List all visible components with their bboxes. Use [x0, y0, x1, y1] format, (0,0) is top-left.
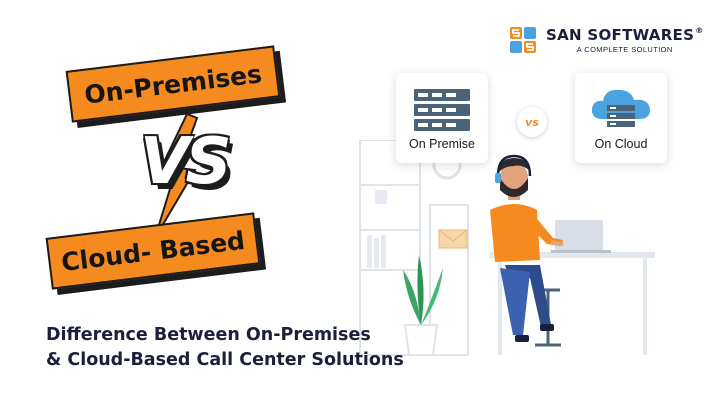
office-illustration [359, 140, 655, 356]
headline-line-1: Difference Between On-Premises [46, 325, 371, 345]
desk [490, 252, 655, 355]
envelope-icon [438, 229, 468, 249]
potted-plant [403, 255, 443, 356]
vs-badge: vs [517, 107, 547, 137]
cloud-server-icon [591, 89, 650, 127]
shelf-books [367, 190, 387, 268]
on-premise-card: On Premise [396, 73, 488, 163]
cloud-based-banner: Cloud- Based [45, 212, 267, 295]
headline-line-2: & Cloud-Based Call Center Solutions [46, 350, 404, 370]
brand-logo: SAN SOFTWARES® A COMPLETE SOLUTION [508, 24, 704, 56]
lightning-bolt-icon [154, 112, 199, 239]
server-rack-icon [414, 89, 470, 131]
vs-text: VS [140, 125, 232, 199]
headline: Difference Between On-Premises & Cloud-B… [46, 323, 404, 373]
registered-mark: ® [695, 26, 704, 35]
agent-person [490, 154, 563, 342]
brand-tagline: A COMPLETE SOLUTION [576, 45, 673, 54]
on-cloud-card: On Cloud [575, 73, 667, 163]
brand-name: SAN SOFTWARES® [546, 26, 704, 44]
on-premise-label: On Premise [409, 137, 475, 151]
bookshelf [359, 140, 469, 356]
san-softwares-logo-icon [510, 27, 536, 53]
on-cloud-label: On Cloud [594, 137, 648, 151]
laptop [551, 220, 611, 253]
